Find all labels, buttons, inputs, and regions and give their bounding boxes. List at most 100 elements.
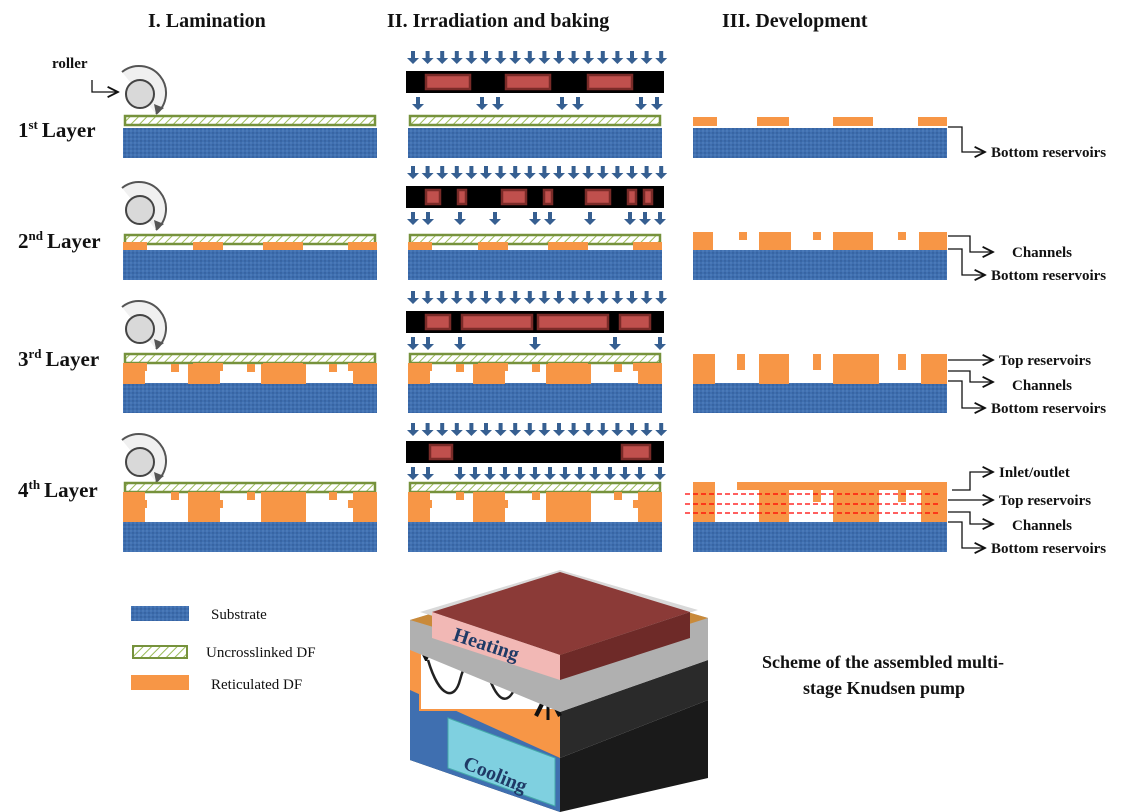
substrate-r2-c1 [123,250,377,280]
mask-window-2-3 [542,188,554,206]
uv-arrow-top-r1-2 [436,51,449,64]
uv-arrow-below-r2-2 [454,212,466,225]
dev-r4-6 [921,482,947,522]
heating-block [432,572,690,655]
uv-arrow-top-r4-15 [626,423,638,436]
mask-window-3-3 [618,313,652,331]
channel-wall-r4-c1-2 [329,492,337,500]
mask-window-3-2 [536,313,610,331]
mask-window-4-1 [620,443,652,461]
assembled-pump-illustration: Cooling Heating [410,570,708,812]
roller-icon-4 [121,433,167,483]
uv-arrow-top-r4-9 [538,423,551,436]
pointer-channels-2 [948,235,993,252]
uncrosslinked-film-r4-c1 [123,481,377,494]
uv-arrow-below-r4-4 [484,467,496,480]
roller-icon-2 [121,181,167,231]
bottom-reservoir-r2-c1-0 [123,242,147,250]
uv-arrow-below-r4-6 [514,467,526,480]
roller-pointer [91,80,118,92]
uv-arrow-top-r3-10 [553,291,565,304]
uncrosslinked-film-r1-c1 [123,114,377,127]
pointer-bottom-res-1 [948,126,985,152]
label-channels-2: Channels [1012,245,1072,261]
bottom-reservoir-r2-c2-0 [408,242,432,250]
label-bottom-reservoirs-1: Bottom reservoirs [991,145,1106,161]
mask-window-1-2 [586,73,634,91]
column-title-lamination: I. Lamination [148,10,266,32]
uncrosslinked-film-r2-c2 [408,233,662,246]
uv-arrow-top-r1-1 [421,51,434,64]
mask-window-2-6 [642,188,654,206]
uv-arrow-below-r4-8 [544,467,556,480]
uv-arrow-top-r4-14 [611,423,624,436]
substrate-r2-c3 [693,250,947,280]
pointer-inlet-4 [952,472,993,491]
legend-label-uncrosslinked: Uncrosslinked DF [206,645,316,661]
uv-arrow-top-r1-11 [567,51,580,64]
bottom-reservoir-r2-c2-2 [548,242,588,250]
uv-arrow-top-r2-9 [538,166,551,179]
label-bottom-reservoirs-2: Bottom reservoirs [991,268,1106,284]
uv-arrow-top-r3-8 [523,291,536,304]
substrate-r1-c1 [123,128,377,158]
channel-block-r3-c1-3 [353,364,377,384]
uncrosslinked-film-r3-c2 [408,352,662,365]
fabrication-stacks [123,51,947,552]
dev-r2-6 [919,232,947,250]
mask-window-4-0 [428,443,454,461]
uv-arrow-below-r2-9 [654,212,666,225]
uv-arrow-top-r1-6 [494,51,507,64]
uv-arrow-top-r2-13 [596,166,609,179]
dev-r4-0 [693,482,715,522]
substrate-r3-c2 [408,383,662,413]
channel-wall-r4-c1-0 [171,492,179,500]
uv-arrow-top-r4-13 [596,423,609,436]
uv-arrow-top-r3-12 [582,291,595,304]
uv-arrow-top-r4-6 [494,423,507,436]
uv-arrow-below-r3-5 [654,337,666,350]
channel-block-r3-c1-1 [188,364,220,384]
dev-r3-2 [759,354,789,384]
pointer-bottom-res-4 [948,521,985,548]
uv-arrow-below-r1-5 [635,97,647,110]
photomask-2 [406,186,664,208]
uv-arrow-top-r1-4 [465,51,478,64]
dev-r1-1 [757,117,789,126]
channel-block-r4-c2-1 [473,492,505,522]
uv-arrow-top-r2-4 [465,166,478,179]
uv-arrow-top-r1-0 [407,51,419,64]
mask-window-2-4 [584,188,612,206]
uv-arrow-top-r1-15 [626,51,638,64]
channel-block-r4-c1-2 [261,492,306,522]
uv-arrow-top-r2-3 [450,166,463,179]
legend-swatch-substrate [131,606,189,621]
uv-arrow-below-r1-3 [556,97,568,110]
label-inlet-outlet-4: Inlet/outlet [999,465,1070,481]
uv-arrow-top-r3-4 [465,291,478,304]
uv-arrow-top-r4-4 [465,423,478,436]
uv-arrow-top-r4-7 [509,423,522,436]
uv-arrow-top-r3-1 [421,291,434,304]
uv-arrow-top-r3-16 [640,291,653,304]
bottom-reservoir-r2-c1-2 [263,242,303,250]
uv-arrow-below-r3-4 [609,337,621,350]
column-title-irradiation: II. Irradiation and baking [387,10,609,32]
uv-arrow-top-r1-13 [596,51,609,64]
pointer-channels-4 [948,511,993,524]
uv-arrow-top-r4-3 [450,423,463,436]
dev-r3-4 [833,354,879,384]
uv-arrow-top-r2-11 [567,166,580,179]
uv-arrow-top-r4-8 [523,423,536,436]
channel-wall-r4-c1-1 [247,492,255,500]
dev-r4-5 [898,482,906,502]
uv-arrow-top-r4-5 [480,423,492,436]
uv-arrow-below-r2-6 [584,212,596,225]
uv-arrow-top-r2-5 [480,166,492,179]
uv-arrow-top-r4-2 [436,423,449,436]
uv-arrow-top-r2-10 [553,166,565,179]
uv-arrow-top-r3-14 [611,291,624,304]
uv-arrow-top-r1-17 [655,51,668,64]
uncrosslinked-film-r2-c1 [123,233,377,246]
roller-label: roller [52,56,88,72]
